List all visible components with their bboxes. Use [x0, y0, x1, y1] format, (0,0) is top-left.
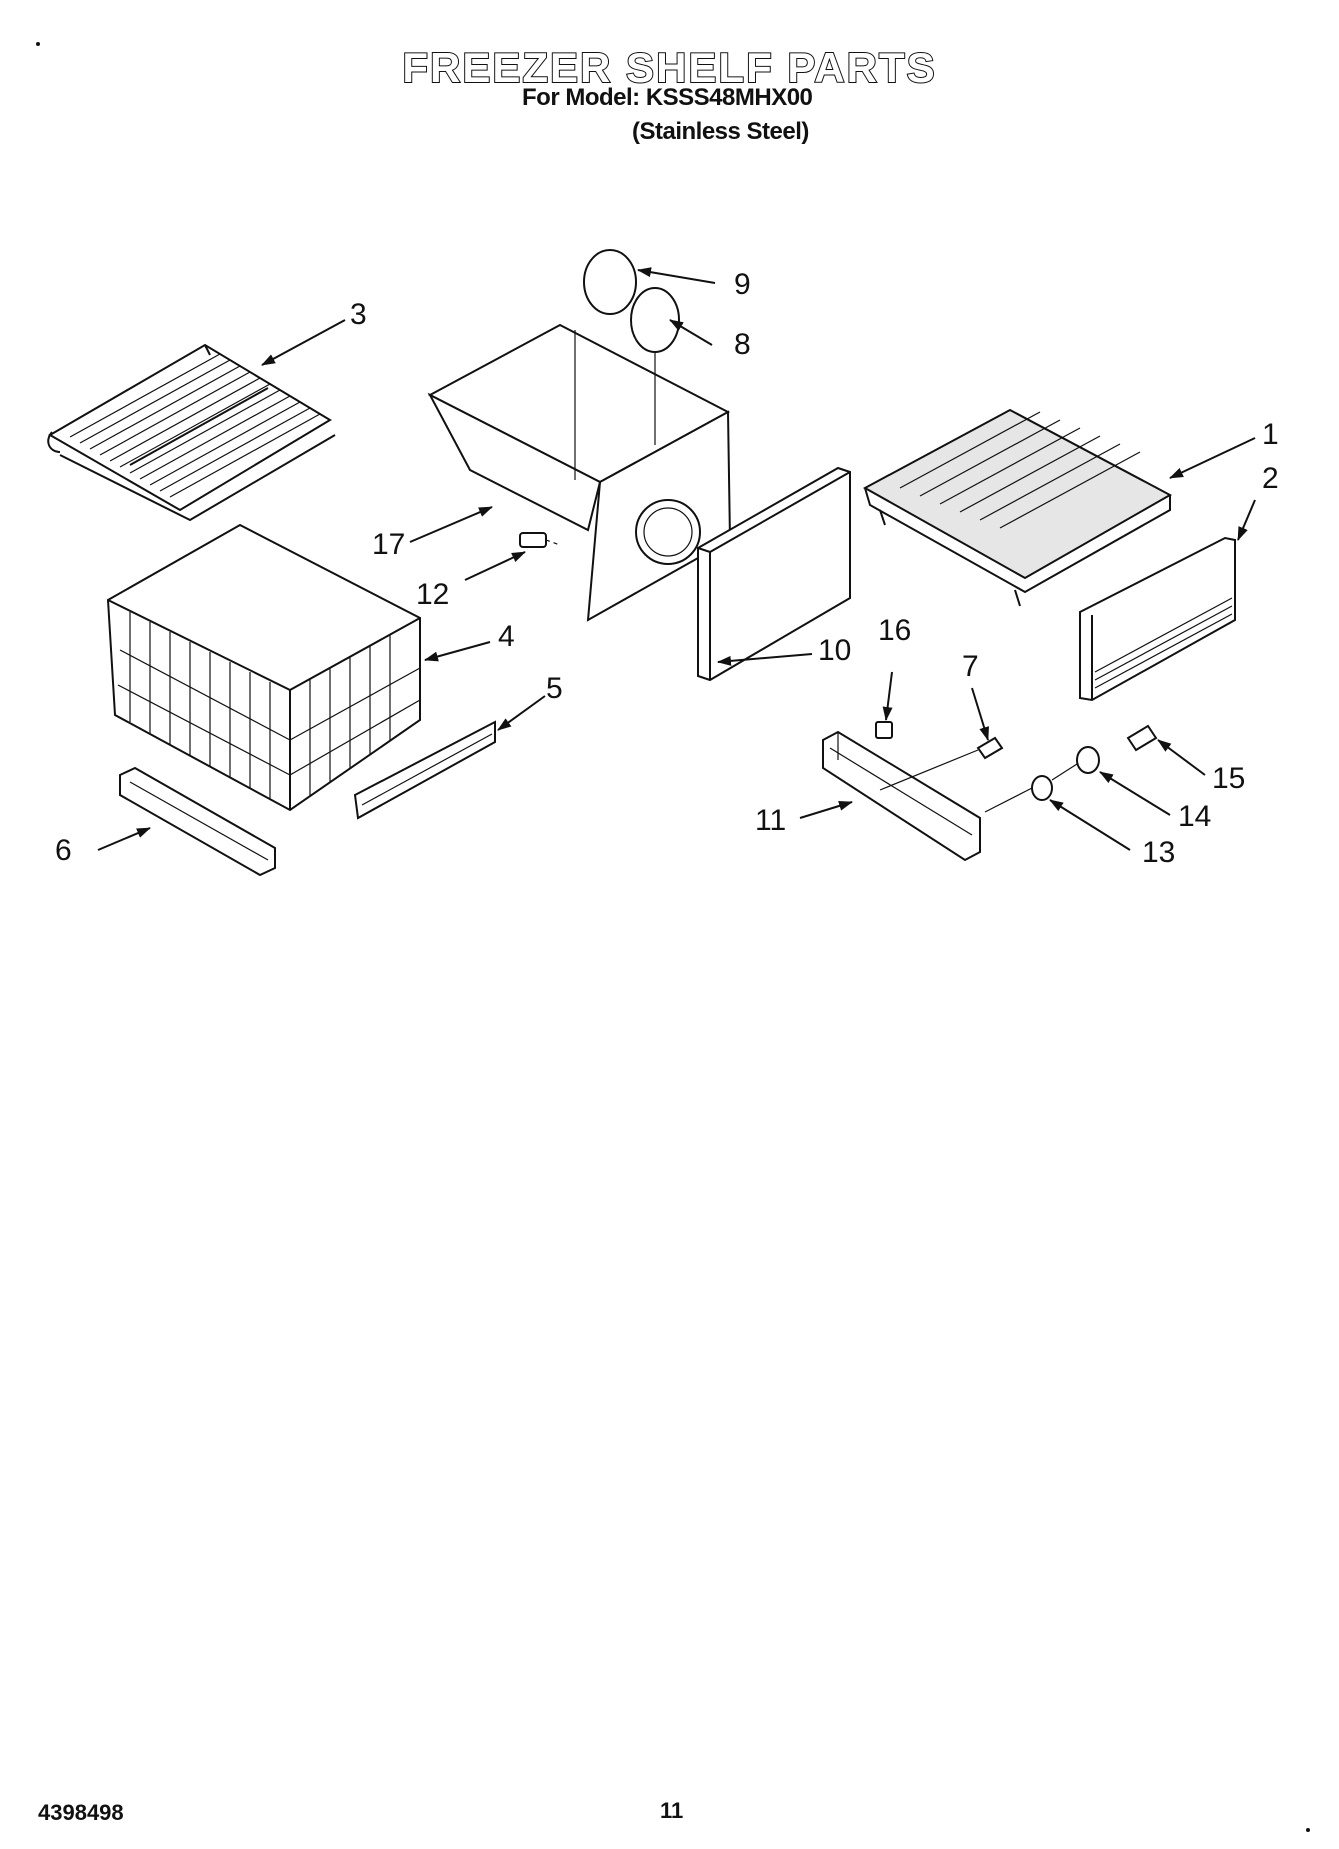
page-number: 11 — [660, 1798, 684, 1823]
wire-shelf-part — [47, 343, 336, 522]
callout-10: 10 — [818, 634, 851, 667]
roller-14-part — [1051, 746, 1100, 781]
clip-16-part — [875, 721, 893, 739]
callout-1: 1 — [1262, 418, 1279, 451]
callout-7: 7 — [962, 650, 979, 683]
callout-17: 17 — [372, 528, 405, 561]
callout-15: 15 — [1212, 762, 1245, 795]
page-title: FREEZER SHELF PARTS — [401, 43, 937, 92]
screw-12-part — [519, 532, 561, 548]
document-number: 4398498 — [38, 1800, 124, 1825]
slide-rail-part — [822, 730, 981, 862]
round-cover-9-part — [583, 249, 637, 315]
spacer-13-part — [984, 775, 1053, 813]
scan-mark-bottom-right — [1306, 1828, 1310, 1832]
shelf-front-trim-part — [1079, 536, 1236, 702]
leader-lines — [97, 267, 1256, 851]
callout-3: 3 — [350, 298, 367, 331]
callout-9: 9 — [734, 268, 751, 301]
shelf-housing-part — [427, 323, 732, 622]
scan-mark-top-left — [36, 42, 40, 46]
screw-15-part — [1126, 724, 1158, 752]
shelf-glass-part — [862, 408, 1173, 607]
callout-8: 8 — [734, 328, 751, 361]
callout-14: 14 — [1178, 800, 1211, 833]
basket-rail-left-part — [119, 766, 276, 877]
callout-2: 2 — [1262, 462, 1279, 495]
callout-12: 12 — [416, 578, 449, 611]
callout-11: 11 — [755, 804, 786, 837]
callout-16: 16 — [878, 614, 911, 647]
callout-5: 5 — [546, 672, 563, 705]
basket-rail-right-part — [353, 720, 496, 820]
wire-basket-part — [106, 523, 421, 812]
screw-7-part — [879, 736, 1004, 791]
model-line: For Model: KSSS48MHX00 — [522, 84, 813, 111]
callout-labels: 1 2 3 4 5 6 7 8 9 10 11 12 13 14 15 16 1… — [55, 268, 1279, 869]
finish-line: (Stainless Steel) — [632, 118, 809, 145]
front-cover-panel-part — [697, 466, 851, 682]
callout-4: 4 — [498, 620, 515, 653]
callout-13: 13 — [1142, 836, 1175, 869]
callout-6: 6 — [55, 834, 72, 867]
